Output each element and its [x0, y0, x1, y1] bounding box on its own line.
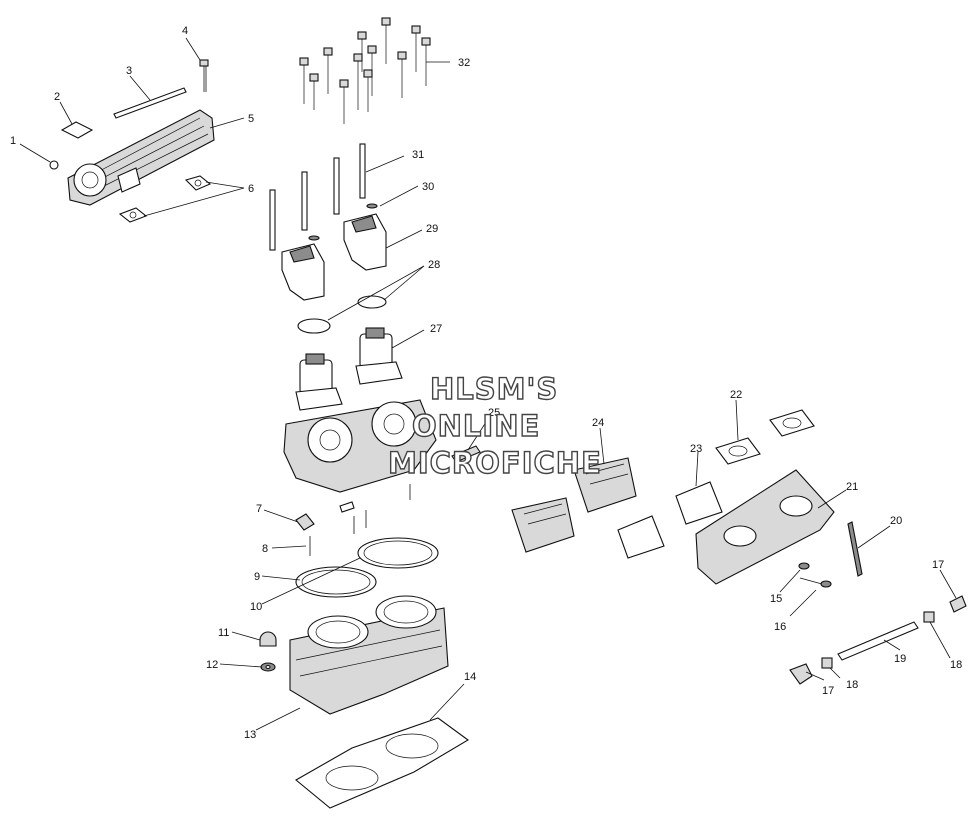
callout-17a: 17	[932, 559, 944, 571]
callout-7: 7	[256, 503, 262, 515]
watermark-line-2: ONLINE	[412, 409, 540, 443]
callout-16: 16	[774, 621, 786, 633]
callout-24: 24	[592, 417, 604, 429]
part-24-reed-valves	[511, 457, 637, 553]
callout-11: 11	[218, 627, 229, 639]
part-16-bolt	[799, 577, 832, 588]
callout-18a: 18	[950, 659, 962, 671]
callout-10: 10	[250, 601, 262, 613]
part-23-spacers	[617, 481, 723, 559]
callout-22: 22	[730, 389, 742, 401]
part-9-10-head-gaskets	[295, 537, 439, 598]
part-20-strap	[847, 521, 863, 577]
watermark-line-3: MICROFICHE	[388, 446, 602, 480]
callout-4: 4	[182, 25, 188, 37]
part-5-manifold-cover	[67, 109, 215, 206]
part-7-clip	[295, 513, 315, 531]
part-32-head-bolts	[299, 17, 431, 124]
callout-6: 6	[248, 183, 254, 195]
part-11-cap-nut	[259, 631, 277, 647]
part-17-fittings	[789, 595, 967, 685]
part-14-base-gasket	[295, 717, 469, 809]
watermark: HLSM'S ONLINE MICROFICHE	[387, 371, 602, 480]
callout-23: 23	[690, 443, 702, 455]
callout-14: 14	[464, 671, 476, 683]
part-1-nut	[49, 160, 59, 170]
callout-21: 21	[846, 481, 858, 493]
part-31-studs	[269, 143, 366, 251]
callout-2: 2	[54, 91, 60, 103]
part-29-valve-housings	[281, 213, 387, 301]
callout-29: 29	[426, 223, 438, 235]
callout-5: 5	[248, 113, 254, 125]
callout-15: 15	[770, 593, 782, 605]
part-3-strip	[113, 87, 187, 119]
callout-32: 32	[458, 57, 470, 69]
callout-30: 30	[422, 181, 434, 193]
callout-labels: 1 2 3 4 5 6 7 8 9 10 11 12 13 14 15 16 1…	[10, 25, 962, 741]
callout-18b: 18	[846, 679, 858, 691]
callout-12: 12	[206, 659, 218, 671]
part-15-bolt	[798, 562, 810, 570]
part-13-cylinder-block	[289, 595, 449, 715]
callout-25: 25	[488, 407, 500, 419]
part-12-washer	[260, 662, 276, 672]
watermark-line-1: HLSM'S	[430, 372, 558, 406]
callout-13: 13	[244, 729, 256, 741]
callout-19: 19	[894, 653, 906, 665]
callout-1: 1	[10, 135, 16, 147]
cylinder-head	[283, 399, 437, 493]
part-19-hose	[837, 621, 919, 661]
leader-lines	[19, 37, 957, 731]
callout-8: 8	[262, 543, 268, 555]
part-22-intake-gaskets	[715, 409, 815, 465]
callout-31: 31	[412, 149, 424, 161]
callout-20: 20	[890, 515, 902, 527]
part-6-gaskets	[118, 175, 212, 223]
callout-3: 3	[126, 65, 132, 77]
head-small-bolts	[339, 484, 411, 534]
callout-27: 27	[430, 323, 442, 335]
callout-9: 9	[254, 571, 260, 583]
callout-28: 28	[428, 259, 440, 271]
part-18-clamps	[821, 611, 935, 669]
part-30-washers	[308, 203, 378, 241]
part-27-solenoids	[295, 327, 403, 411]
part-28-o-rings	[297, 295, 387, 334]
part-4-bolt	[199, 59, 209, 92]
part-21-intake-manifold	[695, 469, 835, 585]
part-2-gasket-square	[60, 121, 94, 139]
callout-17b: 17	[822, 685, 834, 697]
